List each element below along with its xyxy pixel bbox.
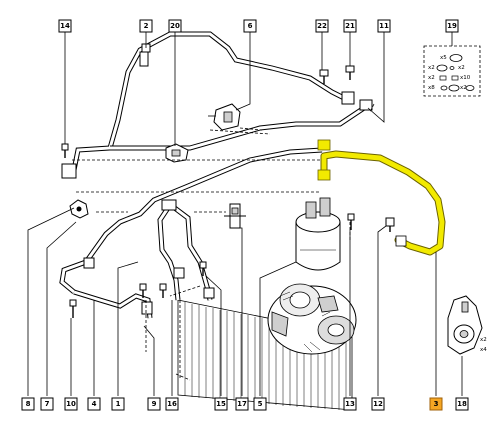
callout-3[interactable]: 3 bbox=[429, 397, 443, 411]
callout-label-5: 5 bbox=[258, 400, 263, 408]
kit-row-1-left: x5 bbox=[440, 55, 447, 61]
callout-11[interactable]: 11 bbox=[377, 19, 391, 33]
clip-20 bbox=[165, 143, 189, 163]
callout-label-7: 7 bbox=[45, 400, 50, 408]
bolt-21 bbox=[345, 65, 355, 80]
compressor bbox=[267, 283, 357, 355]
callout-label-20: 20 bbox=[170, 22, 180, 30]
bolt-14 bbox=[61, 143, 69, 158]
callout-16[interactable]: 16 bbox=[165, 397, 179, 411]
kit-row-4-left: x8 bbox=[428, 85, 435, 91]
callout-12[interactable]: 12 bbox=[371, 397, 385, 411]
callout-label-18: 18 bbox=[457, 400, 467, 408]
callout-13[interactable]: 13 bbox=[343, 397, 357, 411]
callout-label-4: 4 bbox=[92, 400, 97, 408]
bolt-16 bbox=[199, 261, 207, 276]
bracket-18-qty-2: x4 bbox=[480, 347, 487, 353]
bolt-13 bbox=[347, 213, 355, 230]
bolt-12 bbox=[385, 217, 395, 232]
callout-label-6: 6 bbox=[248, 22, 253, 30]
receiver-drier bbox=[295, 197, 341, 271]
compressor-bracket-18 bbox=[447, 295, 483, 355]
callout-label-21: 21 bbox=[345, 22, 355, 30]
leader-lines bbox=[27, 32, 463, 396]
callout-label-19: 19 bbox=[447, 22, 457, 30]
callout-label-22: 22 bbox=[317, 22, 327, 30]
hose-16 bbox=[157, 199, 215, 301]
callout-1[interactable]: 1 bbox=[111, 397, 125, 411]
callout-label-12: 12 bbox=[373, 400, 383, 408]
callout-7[interactable]: 7 bbox=[40, 397, 54, 411]
dashed-guides bbox=[72, 103, 375, 381]
callout-17[interactable]: 17 bbox=[235, 397, 249, 411]
callout-19[interactable]: 19 bbox=[445, 19, 459, 33]
kit-row-3-right: x10 bbox=[460, 75, 471, 81]
callout-label-14: 14 bbox=[60, 22, 70, 30]
bracket-18-qty: x2 bbox=[480, 337, 487, 343]
o-ring-kit-19: x5 x2 x2 x2 x10 x8 x2 bbox=[423, 45, 481, 97]
callout-4[interactable]: 4 bbox=[87, 397, 101, 411]
callout-9[interactable]: 9 bbox=[147, 397, 161, 411]
callout-label-16: 16 bbox=[167, 400, 177, 408]
callout-20[interactable]: 20 bbox=[168, 19, 182, 33]
callout-label-11: 11 bbox=[379, 22, 389, 30]
callout-5[interactable]: 5 bbox=[253, 397, 267, 411]
callout-21[interactable]: 21 bbox=[343, 19, 357, 33]
kit-row-2-right: x2 bbox=[458, 65, 465, 71]
highlighted-hose-3 bbox=[317, 139, 446, 256]
kit-row-3-left: x2 bbox=[428, 75, 435, 81]
callout-8[interactable]: 8 bbox=[21, 397, 35, 411]
callout-22[interactable]: 22 bbox=[315, 19, 329, 33]
callout-label-10: 10 bbox=[66, 400, 76, 408]
bolt-10 bbox=[69, 299, 77, 318]
callout-label-13: 13 bbox=[345, 400, 355, 408]
bolt-15 bbox=[159, 283, 167, 298]
callout-label-2: 2 bbox=[144, 22, 149, 30]
callout-2[interactable]: 2 bbox=[139, 19, 153, 33]
callout-label-17: 17 bbox=[237, 400, 247, 408]
callout-6[interactable]: 6 bbox=[243, 19, 257, 33]
callout-18[interactable]: 18 bbox=[455, 397, 469, 411]
callout-label-1: 1 bbox=[116, 400, 121, 408]
callout-14[interactable]: 14 bbox=[58, 19, 72, 33]
bolt-9 bbox=[139, 283, 147, 298]
callout-label-15: 15 bbox=[216, 400, 226, 408]
callout-10[interactable]: 10 bbox=[64, 397, 78, 411]
valve-17 bbox=[224, 203, 246, 229]
pressure-switch bbox=[208, 103, 241, 131]
kit-row-4-right: x2 bbox=[460, 85, 467, 91]
callout-label-9: 9 bbox=[152, 400, 157, 408]
bolt-22 bbox=[319, 69, 329, 84]
bracket-8 bbox=[69, 199, 89, 219]
callout-label-8: 8 bbox=[26, 400, 31, 408]
lower-pipe-assembly bbox=[59, 147, 323, 319]
callout-15[interactable]: 15 bbox=[214, 397, 228, 411]
kit-row-2-left: x2 bbox=[428, 65, 435, 71]
callout-label-3: 3 bbox=[434, 400, 439, 408]
